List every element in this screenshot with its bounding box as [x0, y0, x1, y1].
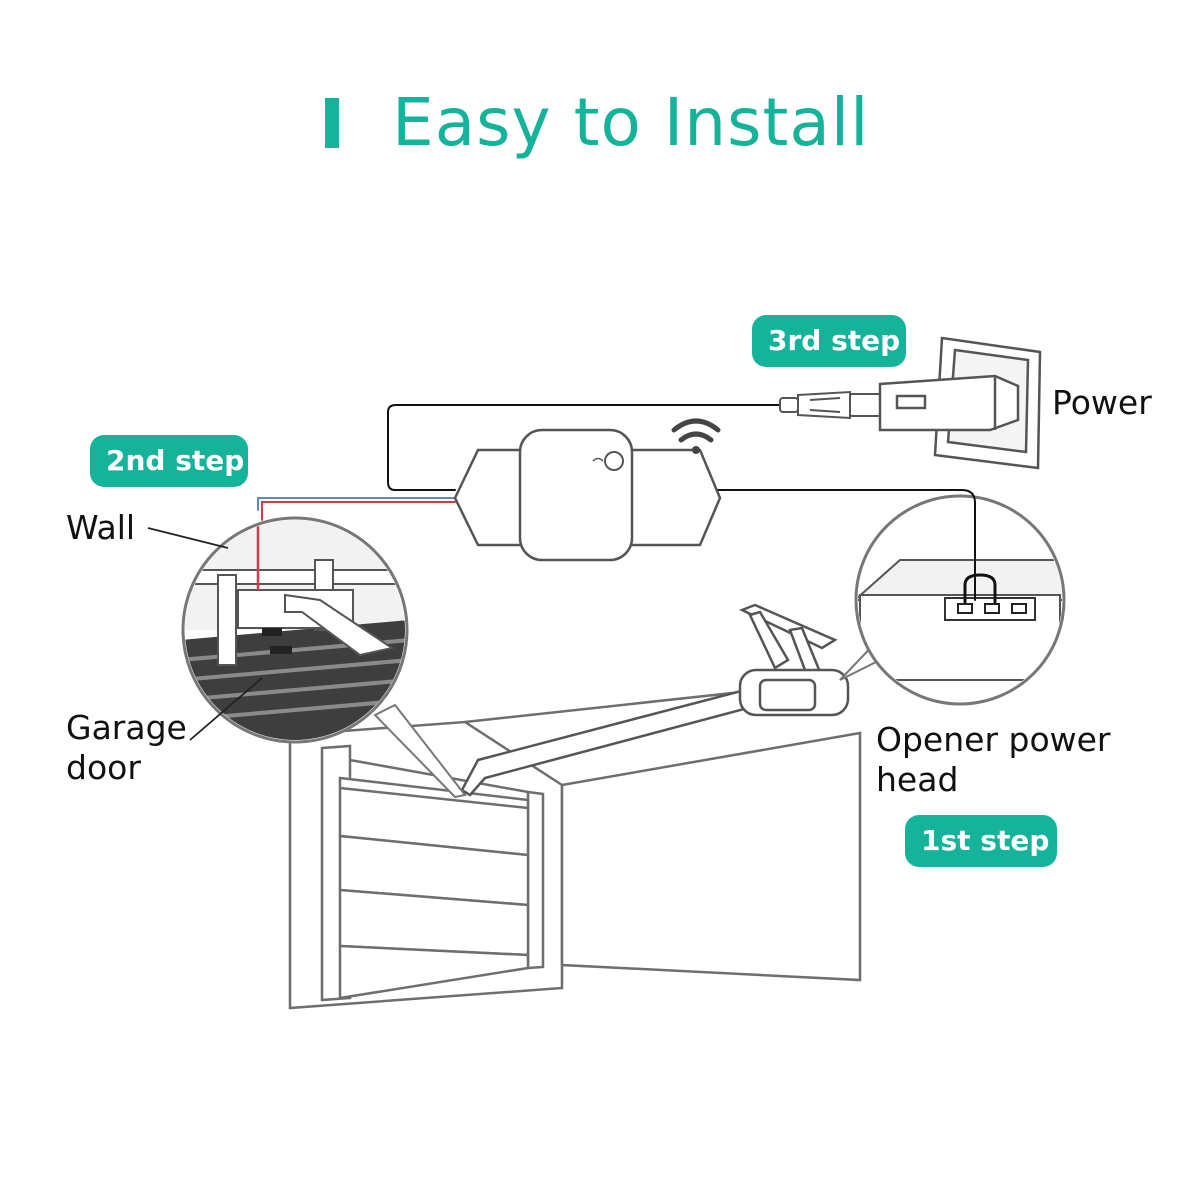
label-power: Power	[1052, 383, 1152, 422]
wiring	[257, 404, 997, 604]
usb-plug-icon	[779, 390, 881, 420]
power-adapter-icon	[878, 374, 1020, 432]
label-opener-line1: Opener power	[876, 720, 1111, 759]
step-badge-third: 3rd step	[752, 315, 906, 367]
title-accent-bar	[325, 98, 339, 148]
opener-zoom-callout	[839, 494, 1066, 706]
wifi-icon	[671, 418, 721, 454]
step-badge-first: 1st step	[905, 815, 1057, 867]
label-wall: Wall	[66, 508, 136, 547]
garage-door-opener-icon	[460, 603, 850, 797]
smart-controller-icon	[453, 428, 722, 562]
step-badge-second: 2nd step	[90, 435, 248, 487]
title-row: Easy to Install	[0, 78, 1200, 178]
label-opener-line2: head	[876, 760, 959, 799]
garage-room	[288, 688, 862, 1010]
leader-lines	[147, 527, 263, 741]
label-garage-door-line2: door	[66, 748, 141, 787]
label-garage-door-line1: Garage	[66, 708, 187, 747]
page-title: Easy to Install	[392, 84, 870, 161]
